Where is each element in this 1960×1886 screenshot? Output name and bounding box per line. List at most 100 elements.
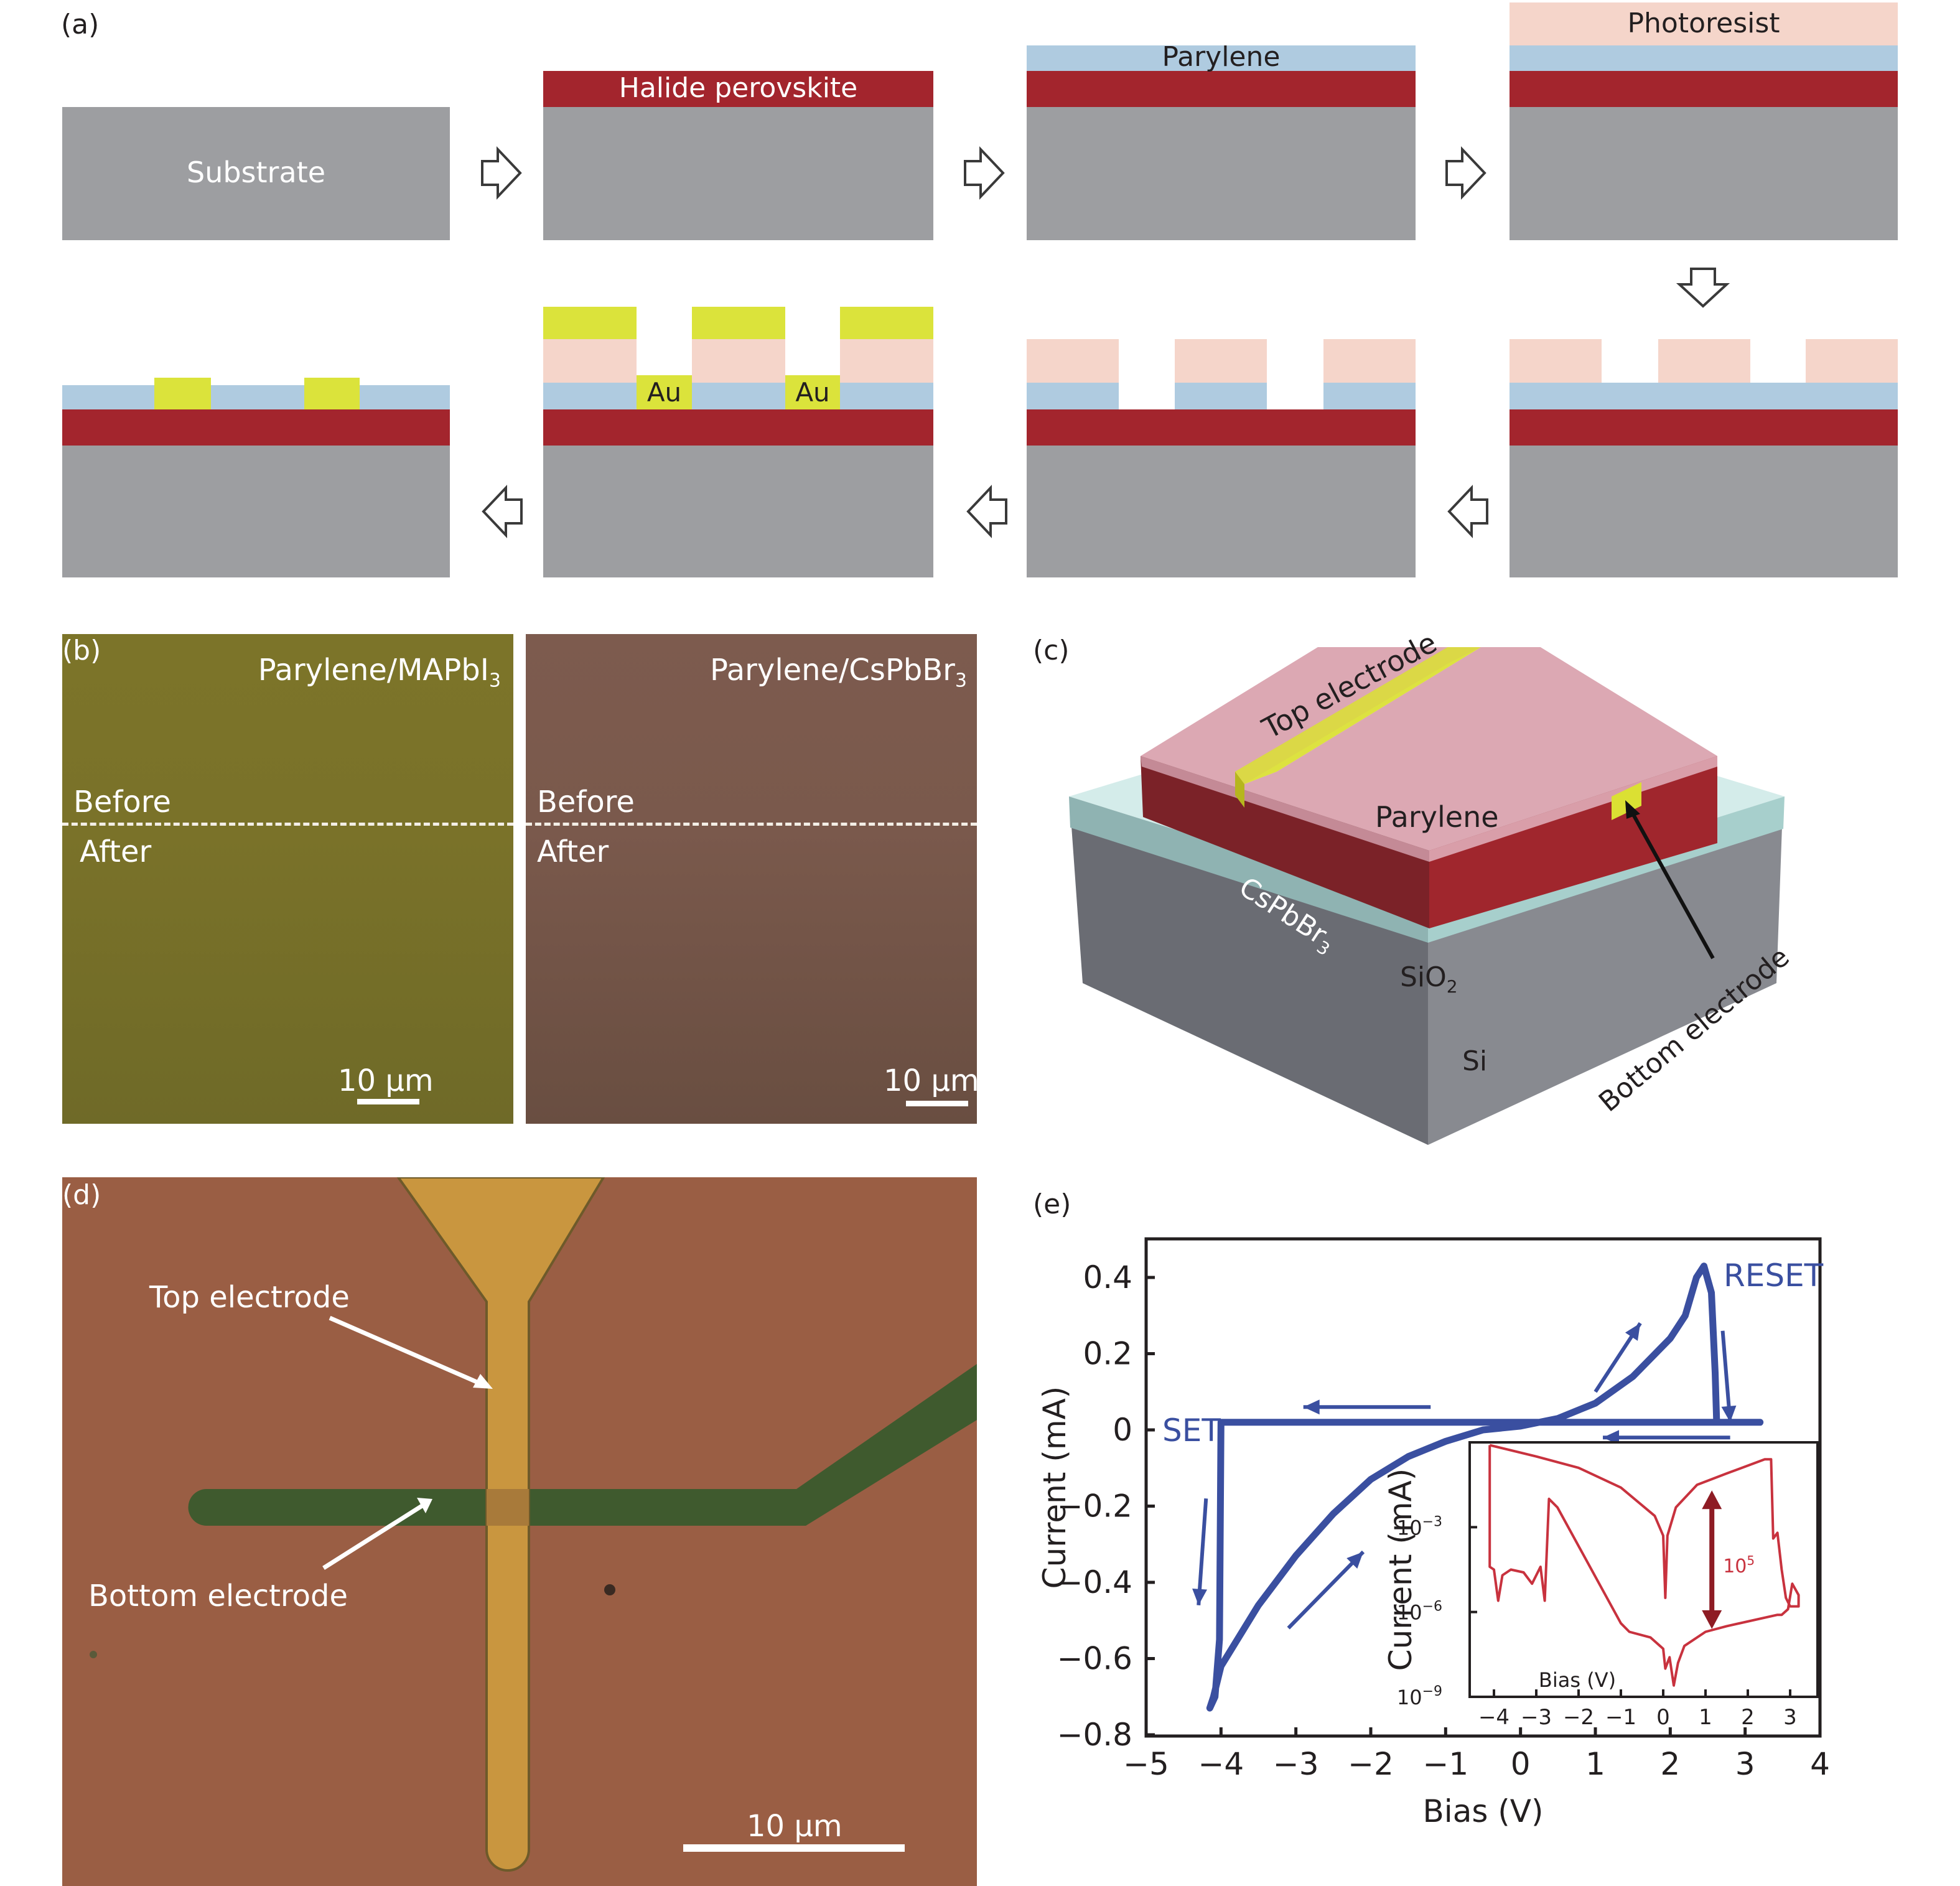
- au-electrode: [785, 375, 840, 409]
- parylene-layer: [1510, 383, 1898, 409]
- set-label: SET: [1162, 1412, 1221, 1449]
- perovskite-layer: [1510, 409, 1898, 446]
- inset-x-tick-label: 1: [1699, 1705, 1712, 1730]
- parylene-right-edge: [1429, 756, 1717, 862]
- substrate-layer: [1510, 446, 1898, 577]
- arrow-head-icon: [473, 1374, 493, 1389]
- arrow-head-icon: [1625, 800, 1640, 819]
- perovskite-right-face: [1429, 756, 1717, 928]
- substrate-layer: [62, 107, 450, 240]
- panel-e-label: (e): [1033, 1188, 1071, 1220]
- step-2-perovskite: [543, 71, 933, 240]
- iv-curve: [1206, 1263, 1764, 1712]
- x-tick-label: −4: [1198, 1746, 1244, 1782]
- electrode-crossing: [487, 1489, 529, 1526]
- bottom-electrode-arrow: [322, 1502, 426, 1570]
- main-axes-frame: [1144, 1237, 1822, 1738]
- sweep-direction-arrow: [1287, 1550, 1365, 1630]
- au-label: Au: [795, 377, 830, 408]
- perovskite-layer: [1027, 71, 1416, 107]
- step-3-parylene: [1027, 45, 1416, 240]
- photoresist-block: [543, 339, 637, 383]
- photoresist-block: [1806, 339, 1898, 383]
- parylene-label: Parylene: [1375, 800, 1499, 834]
- y-tick-label: 0: [1113, 1412, 1132, 1448]
- micrograph-title: Parylene/MAPbI3: [258, 653, 501, 692]
- y-tick-label: 0.2: [1083, 1336, 1132, 1372]
- exponent: −6: [1422, 1599, 1442, 1615]
- x-tick-label: −1: [1422, 1746, 1468, 1782]
- perovskite-layer: [543, 409, 933, 446]
- exponent: −9: [1422, 1684, 1442, 1699]
- before-label: Before: [537, 785, 635, 819]
- step-1-substrate: [62, 107, 450, 240]
- reset-label: RESET: [1724, 1258, 1824, 1294]
- parylene-block: [1323, 383, 1416, 409]
- sweep-direction-arrow: [1197, 1498, 1208, 1605]
- x-tick-label: −5: [1123, 1746, 1169, 1782]
- parylene-layer: [62, 385, 450, 409]
- panel-d-label: (d): [62, 1179, 101, 1211]
- parylene-layer: [1027, 45, 1416, 71]
- inset-y-tick-label: 10−9: [1397, 1684, 1442, 1709]
- perovskite-left-face: [1141, 756, 1429, 928]
- substrate-layer: [543, 107, 933, 240]
- substrate-layer: [1027, 107, 1416, 240]
- y-tick-label: 0.4: [1083, 1259, 1132, 1295]
- scale-bar-label: 10 μm: [747, 1809, 842, 1844]
- bottom-electrode-pointer: [1629, 809, 1715, 959]
- inset-x-axis-label: Bias (V): [1539, 1668, 1616, 1692]
- title-text: Parylene/MAPbI: [258, 653, 489, 688]
- photoresist-block: [692, 339, 785, 383]
- x-tick-label: 0: [1511, 1746, 1531, 1782]
- substrate-layer: [62, 446, 450, 577]
- si-label: Si: [1462, 1045, 1488, 1077]
- inset-curve: [1488, 1444, 1800, 1687]
- panel-a-label: (a): [61, 9, 100, 40]
- substrate-label: Substrate: [187, 156, 325, 189]
- scale-bar-label: 10 µm: [338, 1063, 434, 1098]
- sio2-text: SiO: [1400, 961, 1447, 993]
- inset-frame: [1468, 1441, 1819, 1698]
- sio2-subscript: 2: [1446, 976, 1458, 997]
- inset-x-tick-label: −1: [1605, 1705, 1636, 1730]
- panel-b-label: (b): [62, 635, 101, 666]
- photoresist-block: [1175, 339, 1267, 383]
- parylene-layer: [1510, 45, 1898, 71]
- x-tick-label: 3: [1735, 1746, 1755, 1782]
- arrow-right-icon: [1445, 146, 1486, 200]
- au-on-resist: [840, 307, 933, 339]
- scale-bar: [357, 1099, 419, 1104]
- au-electrode: [154, 378, 211, 409]
- inset-x-tick-label: 2: [1741, 1705, 1755, 1730]
- arrow-down-icon: [1702, 1610, 1722, 1629]
- arrow-left-icon: [1447, 484, 1488, 539]
- photoresist-block: [1027, 339, 1119, 383]
- y-tick-label: −0.4: [1057, 1564, 1132, 1600]
- au-electrode: [637, 375, 692, 409]
- perovskite-layer: [1027, 409, 1416, 446]
- arrow-left-icon: [966, 484, 1007, 539]
- exponent: 5: [1747, 1553, 1755, 1568]
- au-label: Au: [646, 377, 682, 408]
- y-tick-label: −0.6: [1057, 1641, 1132, 1677]
- arrow-left-icon: [482, 484, 523, 539]
- title-subscript: 3: [488, 670, 501, 692]
- top-electrode-label: Top electrode: [149, 1280, 350, 1315]
- bottom-electrode: [1612, 782, 1641, 820]
- arrow-head-icon: [1346, 1552, 1363, 1569]
- perovskite-label: Halide perovskite: [618, 72, 858, 104]
- device-3d-schematic: [1069, 647, 1785, 1145]
- x-tick-label: −2: [1348, 1746, 1394, 1782]
- arrow-head-icon: [1625, 1323, 1641, 1341]
- after-label: After: [537, 834, 609, 869]
- si-right-face: [1428, 809, 1783, 1145]
- x-tick-label: 2: [1660, 1746, 1680, 1782]
- inset-x-tick-label: 3: [1783, 1705, 1797, 1730]
- parylene-left-edge: [1141, 756, 1429, 862]
- step-5-patterned-photoresist: [1510, 339, 1898, 577]
- after-label: After: [80, 834, 152, 869]
- particle: [90, 1651, 97, 1658]
- parylene-top-face: [1141, 647, 1717, 851]
- au-on-resist: [543, 307, 637, 339]
